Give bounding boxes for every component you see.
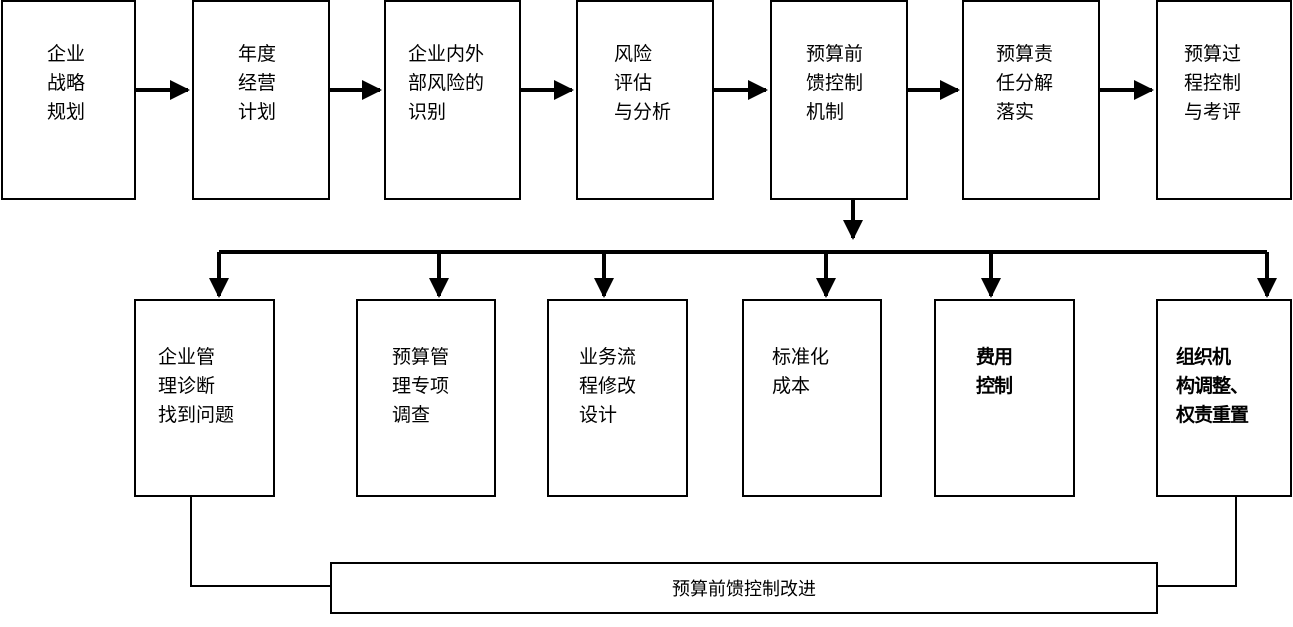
box-label: 风险 评估 与分析 [614, 43, 672, 123]
box-label: 预算责 任分解 落实 [996, 43, 1054, 123]
box-label: 预算过 程控制 与考评 [1184, 43, 1242, 123]
box-feedforward-improvement: 预算前馈控制改进 [330, 562, 1158, 614]
improvement-label: 预算前馈控制改进 [672, 579, 816, 600]
box-label: 标准化 成本 [772, 346, 830, 397]
box-responsibility-breakdown: 预算责 任分解 落实 [962, 0, 1100, 200]
box-risk-identification: 企业内外 部风险的 识别 [384, 0, 521, 200]
box-label: 企业 战略 规划 [47, 43, 86, 123]
box-label: 组织机 构调整、 权责重置 [1176, 346, 1249, 426]
box-label: 业务流 程修改 设计 [579, 346, 637, 426]
feedback-line-left [190, 497, 330, 587]
box-label: 预算管 理专项 调查 [392, 346, 450, 426]
box-org-restructure: 组织机 构调整、 权责重置 [1156, 299, 1292, 497]
box-budget-survey: 预算管 理专项 调查 [356, 299, 496, 497]
box-enterprise-strategy: 企业 战略 规划 [1, 0, 136, 200]
box-standard-cost: 标准化 成本 [742, 299, 882, 497]
box-label: 费用 控制 [976, 346, 1013, 397]
box-label: 预算前 馈控制 机制 [806, 43, 864, 123]
box-label: 企业管 理诊断 找到问题 [158, 346, 235, 426]
feedback-line-right [1157, 497, 1237, 587]
box-risk-assessment: 风险 评估 与分析 [576, 0, 714, 200]
box-label: 年度 经营 计划 [238, 43, 277, 123]
box-process-control-evaluation: 预算过 程控制 与考评 [1156, 0, 1292, 200]
box-expense-control: 费用 控制 [934, 299, 1075, 497]
box-feedforward-mechanism: 预算前 馈控制 机制 [770, 0, 908, 200]
box-label: 企业内外 部风险的 识别 [408, 43, 485, 123]
box-annual-plan: 年度 经营 计划 [192, 0, 330, 200]
box-process-redesign: 业务流 程修改 设计 [547, 299, 688, 497]
box-management-diagnosis: 企业管 理诊断 找到问题 [134, 299, 275, 497]
